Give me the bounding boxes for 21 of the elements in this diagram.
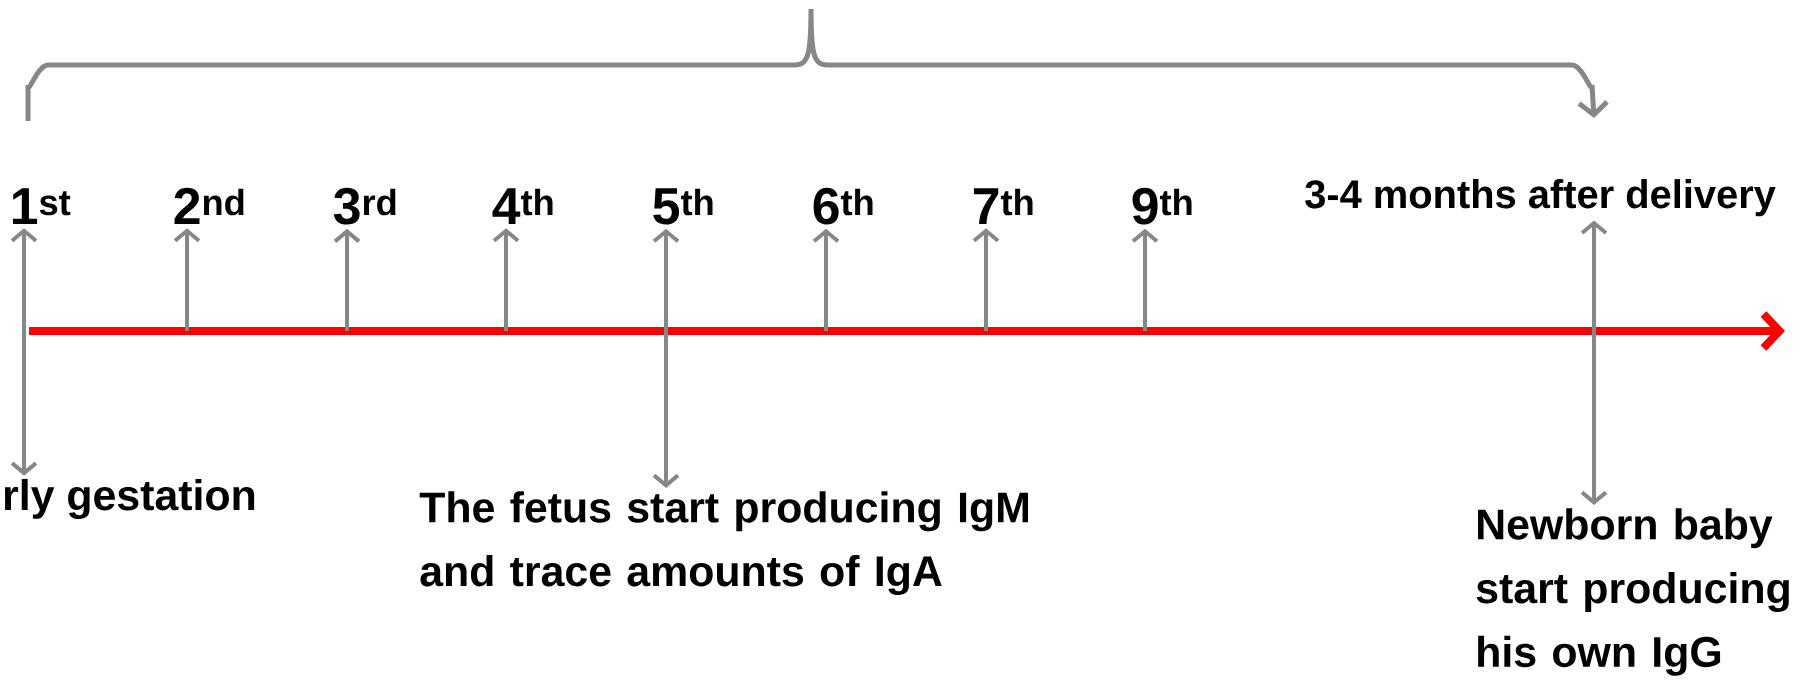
month-label: 3$^{rd}$ bbox=[333, 187, 396, 225]
month-label: 5$^{th}$ bbox=[653, 188, 713, 225]
time-label: 3-4 months after delivery bbox=[1305, 179, 1776, 217]
arrow bbox=[1131, 228, 1159, 331]
double-arrow bbox=[652, 228, 680, 488]
event-label: The fetus start producing IgM and trace amounts of IgA bbox=[419, 491, 1028, 596]
arrow bbox=[812, 228, 840, 331]
month-label: 4$^{th}$ bbox=[492, 188, 553, 224]
event-label: rly gestation bbox=[4, 478, 255, 520]
double-arrow bbox=[10, 228, 38, 476]
double-arrow bbox=[1580, 220, 1608, 505]
arrow bbox=[492, 228, 520, 331]
month-label: 6$^{th}$ bbox=[813, 187, 873, 225]
arrow bbox=[173, 228, 201, 331]
month-label: 9$^{th}$ bbox=[1132, 187, 1192, 225]
arrow bbox=[333, 228, 361, 331]
month-label: 1$^{st}$ bbox=[13, 188, 71, 224]
event-label: Newborn baby start producing his own IgG bbox=[1476, 508, 1789, 676]
month-label: 7$^{th}$ bbox=[973, 188, 1033, 224]
arrow bbox=[972, 228, 1000, 331]
month-label: 2$^{nd}$ bbox=[174, 187, 244, 224]
